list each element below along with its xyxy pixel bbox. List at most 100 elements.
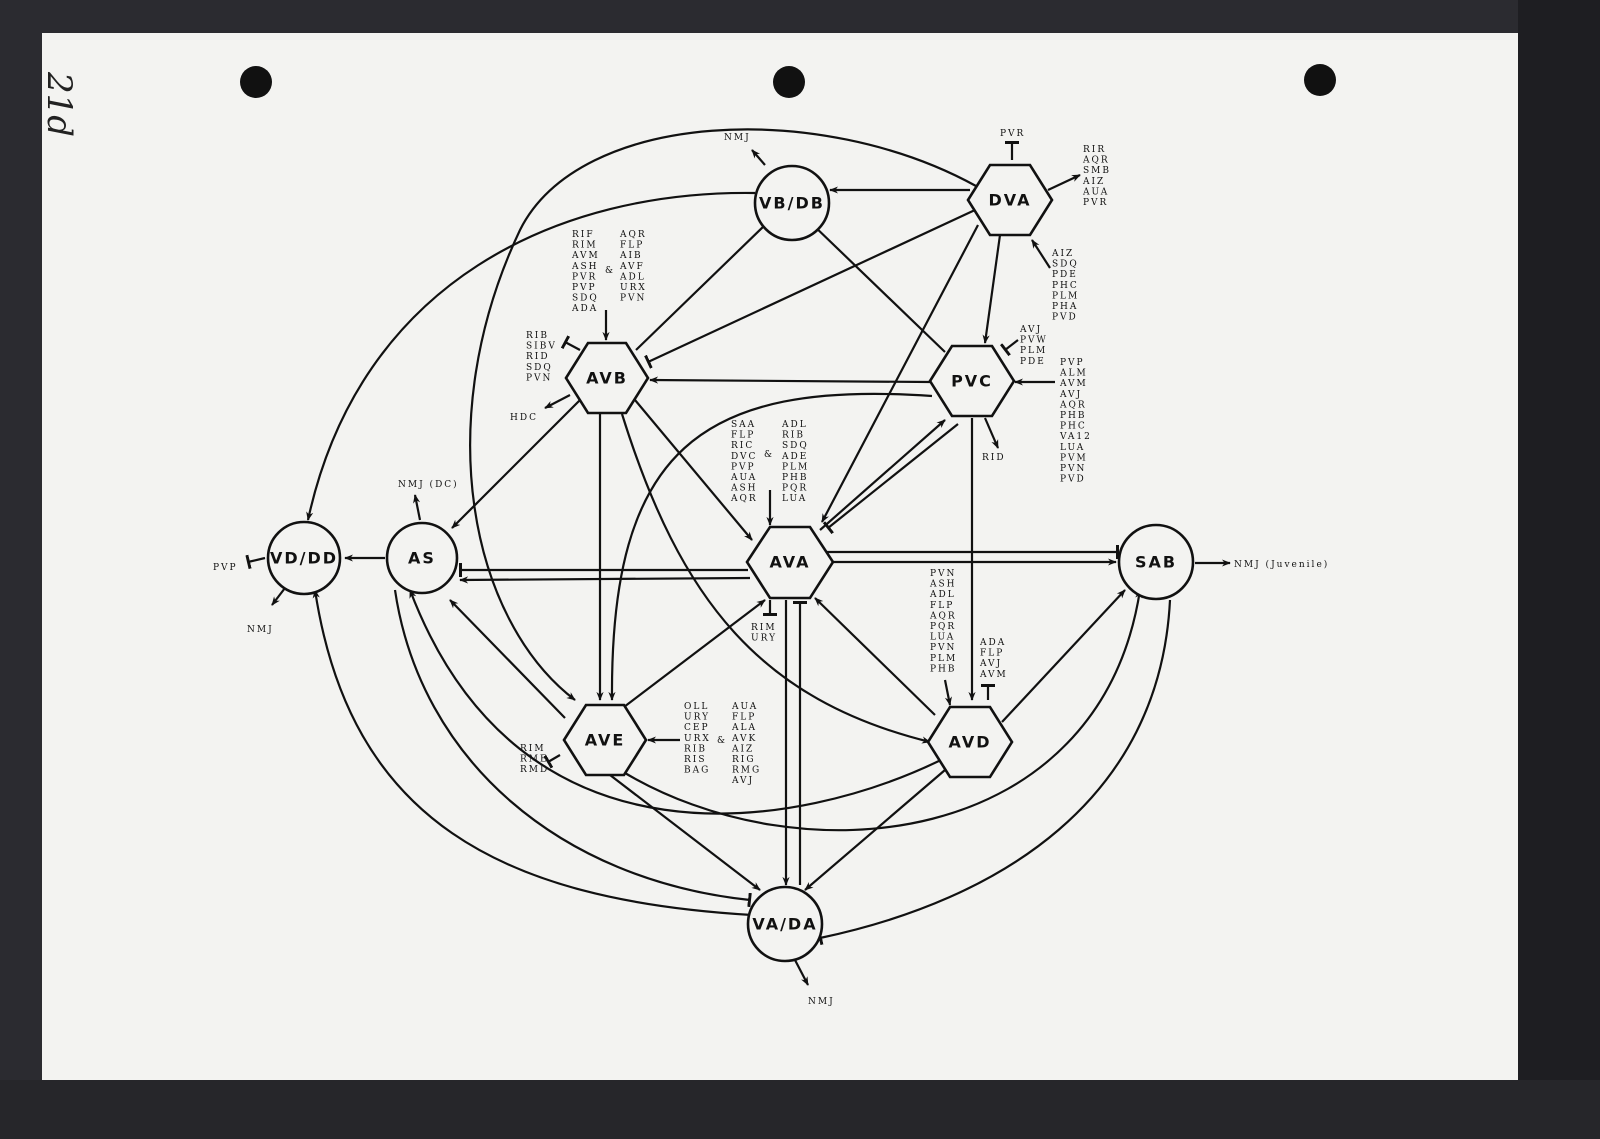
neuron-label: SAA bbox=[731, 420, 756, 430]
neuron-label: RIB bbox=[684, 744, 707, 754]
node-label: VA/DA bbox=[752, 915, 817, 934]
neuron-label: FLP bbox=[620, 241, 644, 251]
node-vbdb[interactable]: VB/DB bbox=[753, 164, 831, 242]
edge-sab-vada bbox=[817, 599, 1172, 946]
neuron-label: PQR bbox=[930, 622, 956, 632]
edge-in-avd bbox=[943, 679, 952, 706]
neuron-label: PVW bbox=[1020, 336, 1048, 346]
neuron-label: RIG bbox=[732, 755, 756, 765]
nmj-vbdb-list: NMJ bbox=[724, 133, 751, 143]
neuron-label: PVR bbox=[1000, 129, 1025, 139]
node-label: AVD bbox=[949, 733, 992, 752]
neuron-label: RIR bbox=[1083, 145, 1106, 155]
node-dva[interactable]: DVA bbox=[966, 163, 1054, 237]
edge-ave-as bbox=[449, 599, 566, 719]
neuron-label: AQR bbox=[929, 611, 957, 621]
neuron-label: SMB bbox=[1083, 166, 1111, 176]
neuron-label: PLM bbox=[1020, 346, 1047, 356]
neuron-label: ASH bbox=[730, 484, 758, 494]
edge-vddd-nmj bbox=[271, 587, 286, 606]
edge-vada-vddd bbox=[312, 589, 753, 917]
node-ave[interactable]: AVE bbox=[562, 703, 648, 777]
neuron-label: ALA bbox=[731, 723, 757, 733]
edge-pvc-ava bbox=[822, 423, 959, 535]
node-label: AVB bbox=[586, 369, 628, 388]
edge-ava-as bbox=[459, 576, 751, 584]
node-avd[interactable]: AVD bbox=[926, 705, 1014, 779]
neuron-label: AIZ bbox=[1051, 249, 1074, 259]
neuron-label: AVJ bbox=[1019, 325, 1042, 335]
neuron-label: PVP bbox=[213, 563, 238, 573]
neuron-label: NMJ bbox=[724, 133, 751, 143]
neuron-label: NMJ (DC) bbox=[398, 479, 459, 490]
neuron-label: AVM bbox=[1059, 379, 1088, 389]
neuron-label: AVJ bbox=[979, 659, 1002, 669]
neuron-label: ADE bbox=[781, 452, 808, 462]
neuron-label: AVJ bbox=[1059, 390, 1082, 400]
node-ava[interactable]: AVA bbox=[745, 525, 835, 600]
neuron-label: RIB bbox=[782, 431, 805, 441]
node-vada[interactable]: VA/DA bbox=[746, 885, 824, 963]
neuron-label: PVN bbox=[930, 643, 956, 653]
neuron-label: LUA bbox=[930, 633, 955, 643]
neuron-label: AQR bbox=[730, 494, 758, 504]
neuron-label: URX bbox=[620, 283, 647, 293]
vddd-inhibitory-list: PVP bbox=[213, 563, 238, 573]
neuron-label: LUA bbox=[782, 494, 807, 504]
neuron-label: FLP bbox=[731, 431, 755, 441]
edge-ave-ava bbox=[619, 599, 766, 711]
binder-hole bbox=[1304, 64, 1336, 96]
neuron-label: PVP bbox=[731, 462, 756, 472]
neuron-label: AQR bbox=[619, 230, 647, 240]
neuron-label: SDQ bbox=[572, 294, 599, 304]
node-avb[interactable]: AVB bbox=[564, 341, 650, 415]
neuron-label: FLP bbox=[930, 601, 954, 611]
neuron-label: ASH bbox=[929, 580, 957, 590]
neuron-label: PHB bbox=[930, 664, 957, 674]
node-sab[interactable]: SAB bbox=[1117, 523, 1195, 601]
node-label: DVA bbox=[989, 191, 1032, 210]
edge-dva-pvc bbox=[982, 234, 1002, 344]
neuron-label: AVK bbox=[731, 734, 757, 744]
edge-pvc-avb bbox=[649, 376, 931, 384]
edge-avd-vada bbox=[804, 769, 946, 891]
edge-ave-vada bbox=[609, 774, 761, 891]
pvr-dva-list: PVR bbox=[1000, 129, 1025, 139]
edge-vada-nmj bbox=[794, 959, 809, 986]
node-label: PVC bbox=[951, 372, 993, 391]
neuron-label: FLP bbox=[732, 713, 756, 723]
neuron-label: NMJ (Juvenile) bbox=[1234, 559, 1329, 570]
neuron-label: RIC bbox=[731, 441, 754, 451]
neuron-label: PHC bbox=[1052, 281, 1079, 291]
neuron-label: PDE bbox=[1020, 357, 1046, 367]
neuron-label: & bbox=[717, 736, 727, 746]
neuron-label: PVM bbox=[1060, 453, 1088, 463]
neuron-label: PVN bbox=[526, 373, 552, 383]
edge-dva-avb bbox=[644, 209, 976, 369]
node-vddd[interactable]: VD/DD bbox=[266, 520, 342, 596]
neuron-label: HDC bbox=[510, 413, 538, 423]
edge-as-nmj bbox=[413, 494, 422, 521]
neuron-label: ALM bbox=[1059, 369, 1088, 379]
neuron-label: PHB bbox=[1060, 411, 1087, 421]
amp-list: & bbox=[717, 736, 727, 746]
avb-output-list: HDC bbox=[510, 413, 538, 423]
node-as[interactable]: AS bbox=[385, 521, 459, 595]
neuron-label: PVP bbox=[1060, 358, 1085, 368]
neuron-label: PVR bbox=[572, 272, 597, 282]
edge-avb-vbdb bbox=[635, 219, 771, 351]
neuron-label: OLL bbox=[684, 702, 709, 712]
neuron-label: AVM bbox=[571, 251, 600, 261]
node-pvc[interactable]: PVC bbox=[928, 344, 1016, 418]
edge-avd-sab bbox=[1001, 589, 1126, 723]
neuron-label: PLM bbox=[1052, 291, 1079, 301]
neuron-label: RIM bbox=[751, 623, 777, 633]
nmj-vada-list: NMJ bbox=[808, 997, 833, 1007]
edge-dva-ave bbox=[469, 128, 977, 701]
neuron-label: PVP bbox=[572, 283, 597, 293]
